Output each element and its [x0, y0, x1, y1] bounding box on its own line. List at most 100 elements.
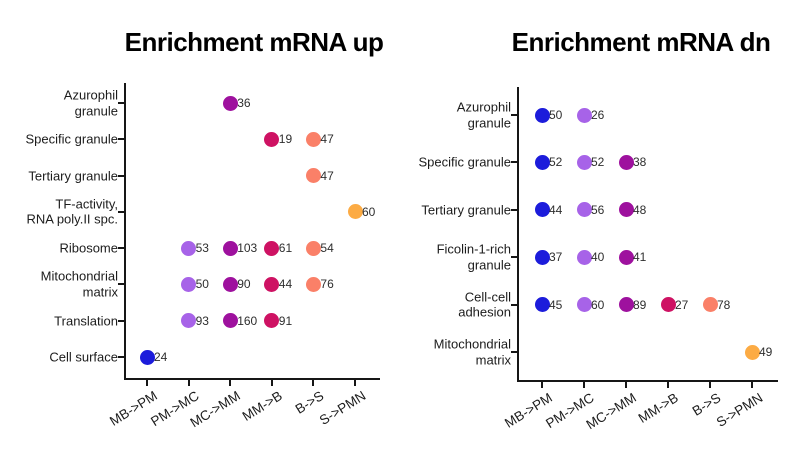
- data-dot: [576, 249, 592, 265]
- x-axis-line: [124, 378, 380, 380]
- data-dot: [576, 154, 592, 170]
- y-tick: [511, 114, 517, 116]
- y-tick: [511, 208, 517, 211]
- dot-value-label: 41: [633, 250, 647, 265]
- dot-value-label: 45: [549, 297, 563, 312]
- y-tick: [118, 283, 124, 286]
- dot-value-label: 44: [549, 202, 563, 217]
- y-tick: [118, 247, 124, 250]
- data-dot: [264, 131, 280, 147]
- dot-value-label: 76: [320, 277, 334, 292]
- data-dot: [744, 344, 760, 360]
- dot-value-label: 38: [633, 155, 647, 170]
- y-category-label: Azurophil granule: [456, 99, 511, 131]
- x-tick-label-text: S->PMN: [713, 390, 765, 430]
- x-tick: [187, 380, 190, 386]
- data-dot: [534, 249, 550, 265]
- x-tick: [312, 380, 315, 386]
- y-tick: [511, 161, 517, 164]
- y-tick: [118, 210, 124, 213]
- data-dot: [305, 276, 321, 292]
- x-tick: [354, 380, 356, 386]
- data-dot: [181, 276, 197, 292]
- x-tick: [270, 380, 273, 386]
- x-tick: [667, 382, 669, 388]
- data-dot: [618, 154, 634, 170]
- y-category-label: Cell-cell adhesion: [458, 289, 511, 320]
- data-dot: [264, 276, 280, 292]
- dot-value-label: 90: [237, 277, 251, 292]
- dot-value-label: 103: [237, 241, 258, 256]
- dot-value-label: 19: [278, 132, 293, 147]
- dot-value-label: 93: [195, 313, 209, 328]
- data-dot: [264, 313, 280, 329]
- dot-value-label: 53: [195, 241, 209, 256]
- x-tick: [541, 382, 543, 388]
- data-dot: [618, 297, 634, 313]
- data-dot: [305, 168, 321, 184]
- data-dot: [181, 313, 197, 329]
- dot-value-label: 24: [154, 350, 168, 364]
- data-dot: [576, 107, 592, 123]
- dot-value-label: 52: [591, 155, 605, 170]
- dot-value-label: 60: [591, 297, 605, 312]
- x-tick-label-text: S->PMN: [316, 388, 368, 428]
- y-tick: [118, 138, 124, 141]
- y-category-label: Tertiary granule: [421, 202, 511, 218]
- dot-value-label: 50: [549, 108, 563, 122]
- dot-value-label: 61: [278, 241, 293, 256]
- y-tick: [511, 303, 517, 306]
- dot-value-label: 44: [278, 277, 293, 292]
- x-tick: [146, 380, 148, 386]
- y-axis-line: [517, 87, 519, 382]
- data-dot: [534, 154, 550, 170]
- data-dot: [222, 313, 238, 329]
- dot-value-label: 50: [195, 277, 209, 292]
- dot-value-label: 36: [237, 96, 251, 110]
- data-dot: [660, 297, 676, 313]
- data-dot: [347, 204, 363, 220]
- dot-value-label: 78: [717, 297, 731, 312]
- data-dot: [534, 107, 550, 123]
- y-category-label: Specific granule: [25, 131, 119, 147]
- dot-value-label: 52: [549, 155, 563, 170]
- dot-value-label: 27: [675, 297, 689, 312]
- chart-title-mrna-dn: Enrichment mRNA dn: [511, 27, 771, 57]
- dot-value-label: 56: [591, 202, 605, 217]
- x-tick: [709, 382, 711, 388]
- y-category-label: Specific granule: [418, 154, 512, 170]
- y-axis-line: [124, 83, 126, 380]
- y-tick: [511, 256, 517, 259]
- dot-value-label: 47: [320, 132, 334, 147]
- x-tick: [583, 382, 585, 388]
- y-category-label: Mitochondrial matrix: [40, 268, 118, 300]
- x-tick: [625, 382, 627, 388]
- dot-value-label: 37: [549, 250, 563, 265]
- y-tick: [511, 351, 517, 353]
- y-category-label: Translation: [54, 312, 118, 328]
- dot-value-label: 91: [278, 313, 293, 328]
- data-dot: [305, 131, 321, 147]
- y-tick: [118, 174, 124, 177]
- data-dot: [305, 240, 321, 256]
- y-tick: [118, 319, 124, 322]
- data-dot: [534, 202, 550, 218]
- data-dot: [181, 240, 197, 256]
- y-category-label: Mitochondrial matrix: [433, 336, 511, 368]
- data-dot: [222, 240, 238, 256]
- data-dot: [702, 297, 718, 313]
- data-dot: [534, 297, 550, 313]
- y-category-label: Ribosome: [59, 240, 118, 256]
- data-dot: [222, 95, 238, 111]
- data-dot: [139, 349, 155, 365]
- dot-value-label: 40: [591, 250, 605, 265]
- y-category-label: Cell surface: [49, 349, 118, 365]
- y-tick: [118, 356, 124, 358]
- x-tick-label-text: MM->B: [239, 388, 285, 424]
- x-axis-line: [517, 380, 778, 382]
- data-dot: [222, 276, 238, 292]
- y-category-label: TF-activity, RNA poly.II spc.: [26, 196, 118, 227]
- dot-value-label: 48: [633, 202, 647, 217]
- dot-value-label: 26: [591, 108, 605, 122]
